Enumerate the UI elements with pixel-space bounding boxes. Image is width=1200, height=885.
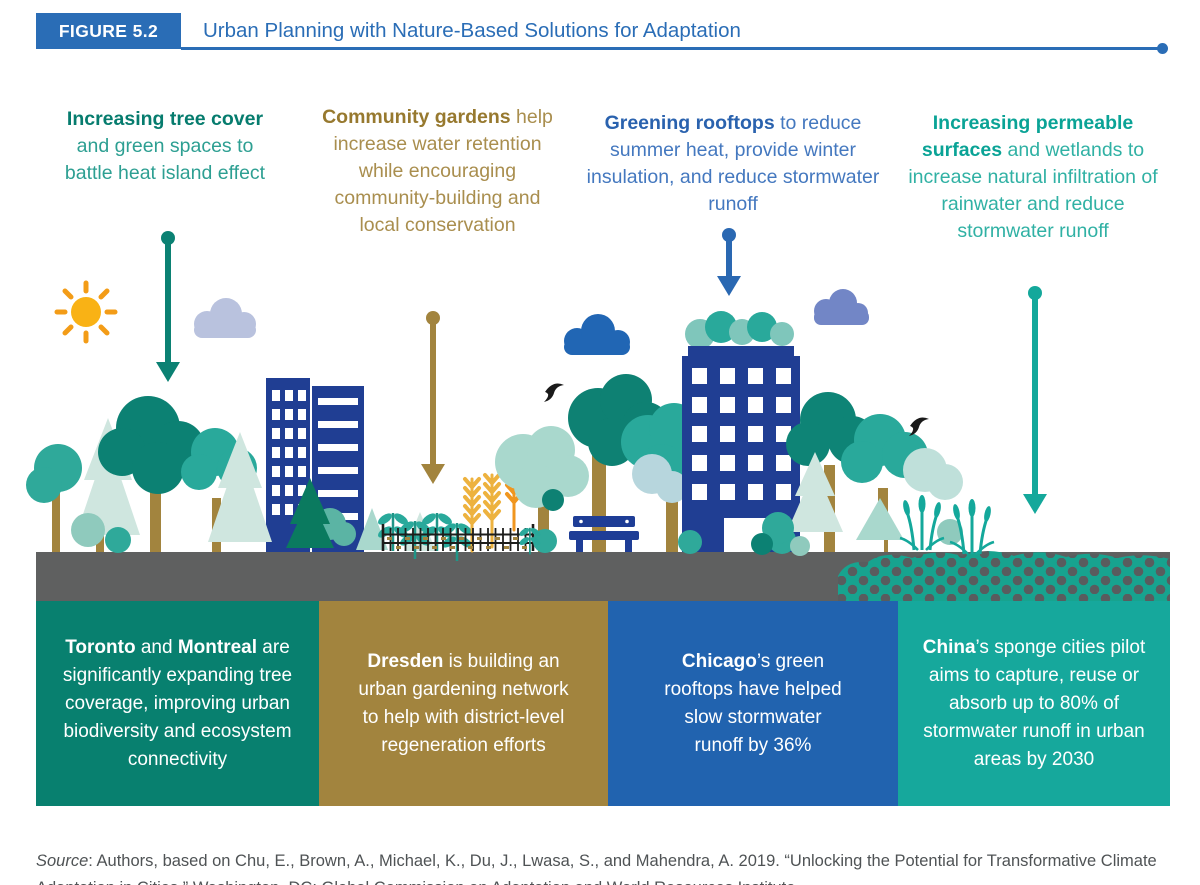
header-rule — [181, 47, 1163, 50]
annotation-permeable-surfaces-rest: and wetlands to increase natural infiltr… — [908, 139, 1158, 242]
pine-tree-icon — [787, 452, 843, 552]
city-box-text: and — [135, 636, 178, 658]
bird-icon — [909, 417, 929, 436]
city-name-chicago: Chicago — [681, 650, 757, 672]
annotation-community-gardens-rest: help increase water retention while enco… — [333, 106, 553, 236]
figure-label: FIGURE 5.2 — [58, 20, 159, 41]
arrow-tree-cover — [156, 231, 180, 382]
park-bench-icon — [569, 516, 639, 552]
left-tree-cluster — [26, 396, 436, 553]
figure-title: Urban Planning with Nature-Based Solutio… — [203, 19, 741, 42]
annotation-tree-cover-rest: and green spaces to battle heat island e… — [64, 135, 266, 184]
city-name-china: China — [922, 636, 976, 658]
header-rule-end-dot — [1157, 43, 1168, 54]
city-name-montreal: Montreal — [177, 636, 258, 658]
arrow-greening-rooftops — [717, 228, 741, 296]
sun-icon — [54, 280, 118, 344]
pine-tree-icon — [286, 478, 334, 548]
annotation-community-gardens-bold: Community gardens — [322, 106, 511, 128]
arrow-permeable-surfaces — [1023, 286, 1047, 514]
city-box-chicago: Chicago’s green rooftops have helped slo… — [608, 601, 898, 806]
city-box-toronto-montreal: Toronto and Montreal are significantly e… — [36, 601, 319, 806]
tree-icon — [98, 396, 205, 494]
annotation-tree-cover: Increasing tree cover and green spaces t… — [55, 106, 275, 187]
city-box-china: China’s sponge cities pilot aims to capt… — [898, 601, 1170, 806]
green-roof-building-icon — [682, 311, 800, 552]
figure-label-badge: FIGURE 5.2 — [36, 13, 181, 49]
pine-tree-icon — [208, 432, 272, 552]
city-box-dresden: Dresden is building an urban gardening n… — [319, 601, 608, 806]
city-box-text: are significantly expanding tree coverag… — [62, 636, 293, 770]
source-text: : Authors, based on Chu, E., Brown, A., … — [36, 851, 1157, 885]
annotation-greening-rooftops-bold: Greening rooftops — [604, 112, 775, 134]
annotation-permeable-surfaces-bold: Increasing permeable surfaces — [921, 112, 1134, 161]
annotation-tree-cover-bold: Increasing tree cover — [66, 108, 264, 130]
source-note: Source: Authors, based on Chu, E., Brown… — [36, 848, 1168, 885]
city-name-toronto: Toronto — [65, 636, 136, 658]
cloud-icon — [194, 298, 256, 338]
city-name-dresden: Dresden — [367, 650, 444, 672]
annotation-greening-rooftops-rest: to reduce summer heat, provide winter in… — [586, 112, 880, 215]
permeable-pavement — [838, 551, 1170, 601]
tree-icon — [495, 426, 589, 508]
building-icon — [266, 378, 364, 552]
annotation-permeable-surfaces: Increasing permeable surfaces and wetlan… — [893, 110, 1173, 245]
source-label: Source — [36, 851, 89, 870]
bird-icon — [544, 383, 564, 402]
city-box-text: ’s sponge cities pilot aims to capture, … — [923, 636, 1146, 770]
right-tree-cluster — [751, 392, 963, 555]
arrow-community-gardens — [421, 311, 445, 484]
annotation-community-gardens: Community gardens help increase water re… — [315, 104, 560, 239]
city-box-text: ’s green rooftops have helped slow storm… — [664, 650, 842, 756]
cloud-icon — [814, 289, 869, 325]
annotation-greening-rooftops: Greening rooftops to reduce summer heat,… — [583, 110, 883, 218]
middle-tree-cluster — [495, 374, 715, 556]
city-box-text: is building an urban gardening network t… — [358, 650, 569, 756]
cloud-icon — [564, 314, 630, 355]
pine-tree-icon — [856, 498, 904, 552]
green-roof-bushes — [685, 311, 794, 349]
